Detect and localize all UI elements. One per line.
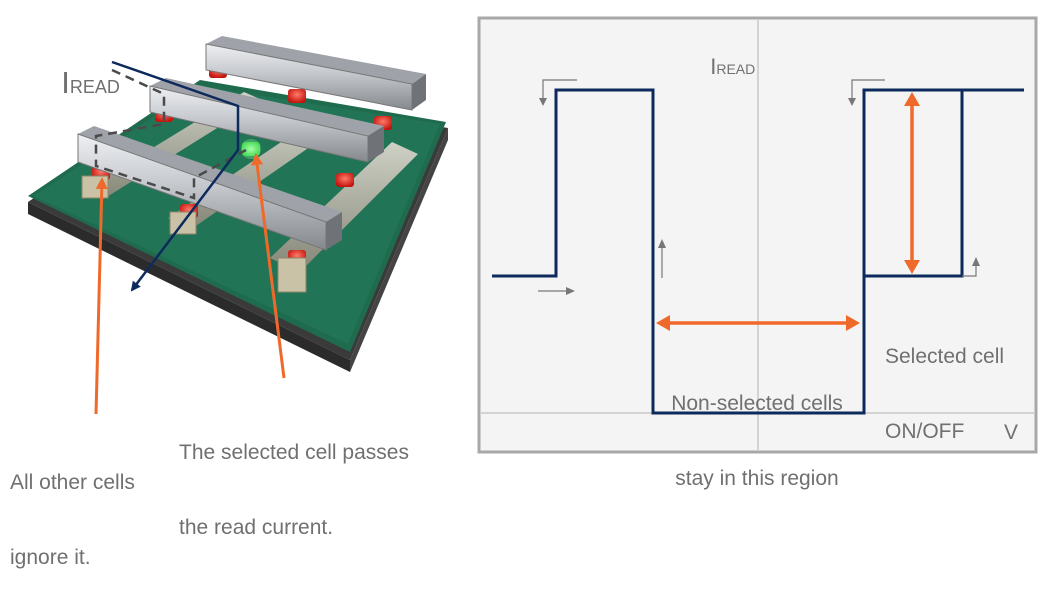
sweep-direction-arrows [538,79,980,295]
top-electrodes [77,36,426,251]
board-side-left [28,202,350,372]
selected-cell [242,142,260,156]
top-rail-1 [206,36,426,84]
non-selected-region-arrow [656,315,860,331]
y-axis-label: IREAD [698,28,755,82]
board-side-right [350,128,448,372]
selected-cell-glow [241,139,261,159]
iv-plot [477,16,1038,454]
annotation-non-selected: Non-selected cells stay in this region [650,341,864,516]
direction-arrow-icon [962,257,980,277]
top-rail-2 [150,78,384,136]
read-current-label-sub: READ [69,77,120,97]
annotation-non-selected-line2: stay in this region [675,467,839,490]
annotation-selected-cell: The selected cell passes the read curren… [179,390,409,565]
diagram-canvas [28,16,1038,454]
annotation-selected-state: Selected cell ON/OFF [885,294,1004,469]
annotation-selected-state-line2: ON/OFF [885,420,965,443]
y-axis-label-sub: READ [716,61,756,77]
iv-curve [492,88,1024,415]
direction-arrow-icon [539,79,577,106]
cell-pillar [277,257,307,293]
cell-pillar [81,175,109,199]
direction-arrow-icon [538,287,575,295]
sneak-path-dashed [94,68,247,200]
on-off-range-arrow [904,92,920,274]
read-current-label: IREAD [44,32,120,104]
annotation-others-line1: All other cells [10,471,135,494]
annotation-others-line2: ignore it. [10,546,91,569]
leader-line-others [94,177,108,415]
top-rail-1-end [412,74,426,110]
annotation-selected-line1: The selected cell passes [179,441,409,464]
leader-line-selected [251,153,286,379]
annotation-selected-state-line1: Selected cell [885,345,1005,368]
read-current-path [111,60,240,292]
y-axis-label-main: I [710,54,717,79]
direction-arrow-icon [658,239,666,278]
top-rail-3 [78,126,342,222]
memory-cell [288,89,306,103]
annotation-other-cells: All other cells ignore it. [10,420,135,595]
read-current-label-main: I [61,65,70,100]
annotation-selected-line2: the read current. [179,516,334,539]
annotation-non-selected-line1: Non-selected cells [671,392,843,415]
x-axis-label: V [1004,421,1019,444]
crossbar-illustration [28,36,448,415]
memory-cell [336,173,354,187]
top-rail-2-end [368,126,384,162]
direction-arrow-icon [848,79,885,106]
top-rail-3-end [326,212,342,250]
